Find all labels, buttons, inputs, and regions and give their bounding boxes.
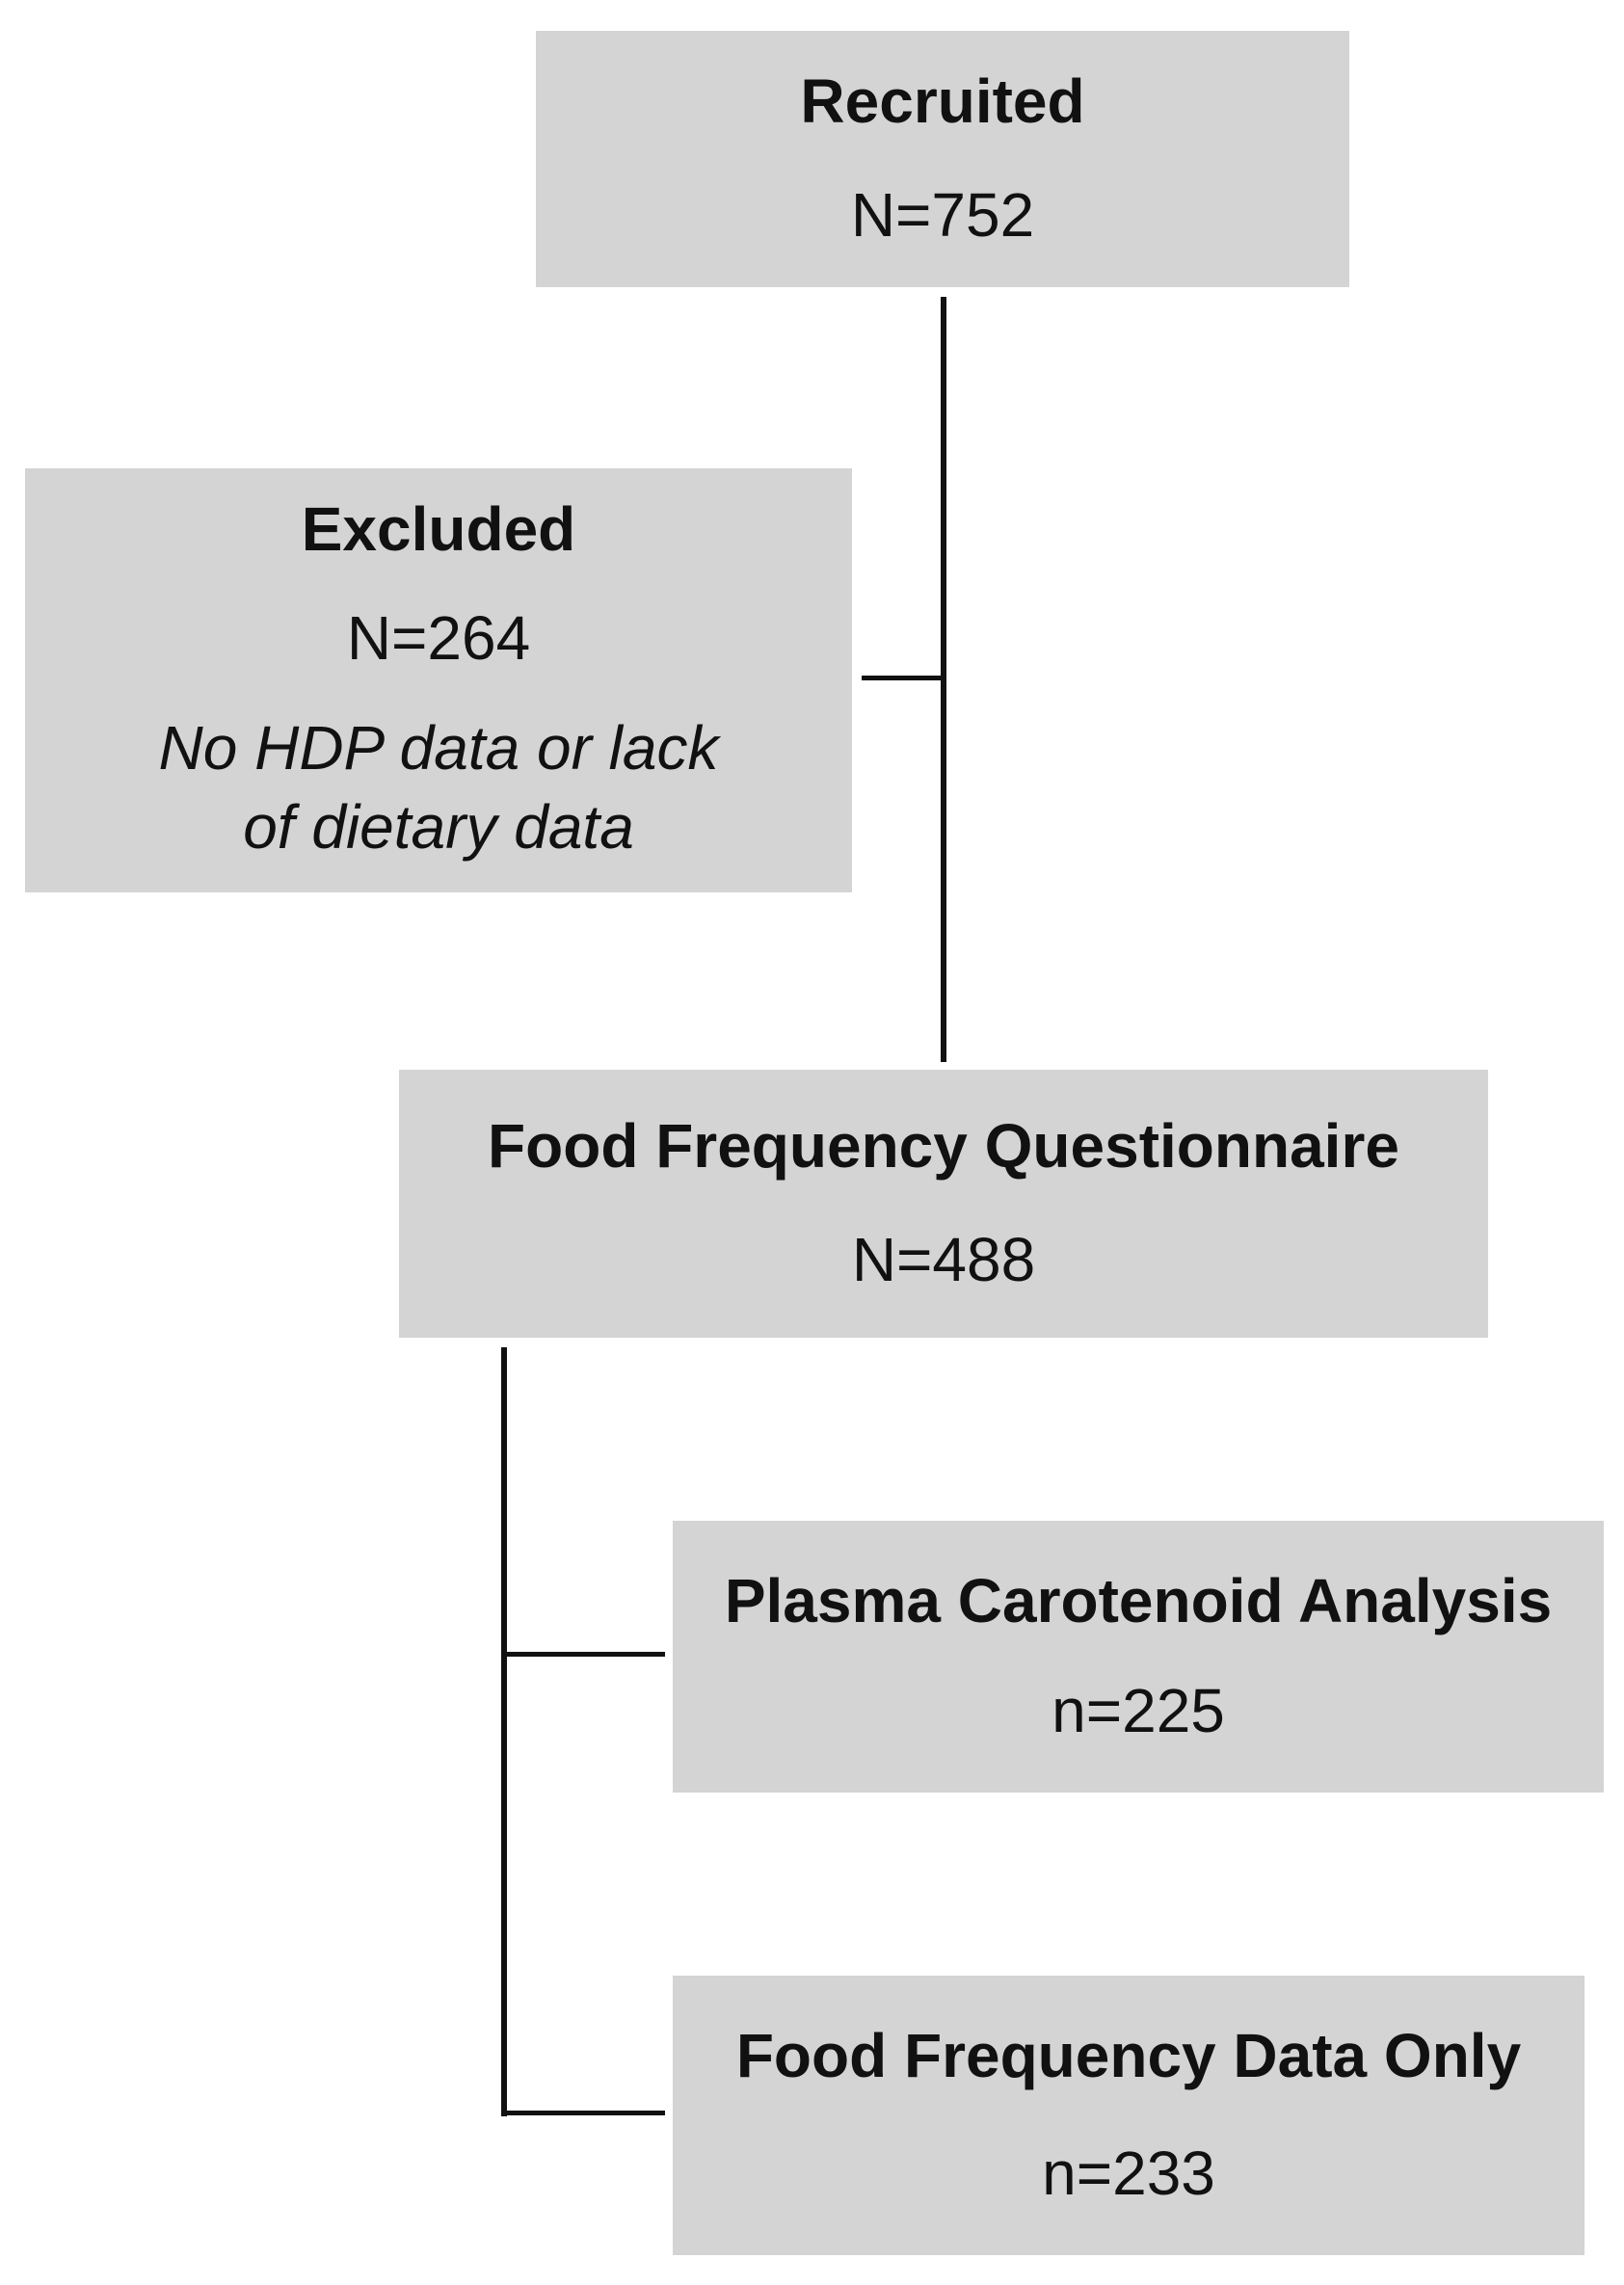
excluded-box: Excluded N=264 No HDP data or lack of di… (25, 468, 852, 892)
recruited-box: Recruited N=752 (536, 31, 1349, 287)
ffq-box: Food Frequency Questionnaire N=488 (399, 1070, 1488, 1338)
plasma-box: Plasma Carotenoid Analysis n=225 (673, 1521, 1604, 1793)
connector-ffq-branch (501, 1347, 507, 2116)
excluded-reason: No HDP data or lack of dietary data (159, 709, 719, 867)
excluded-title: Excluded (301, 493, 576, 564)
ffq-title: Food Frequency Questionnaire (488, 1111, 1399, 1182)
connector-to-ffd-only (501, 2111, 665, 2115)
connector-to-excluded (862, 676, 945, 680)
plasma-count: n=225 (1052, 1676, 1225, 1745)
ffd-only-title: Food Frequency Data Only (735, 2021, 1522, 2091)
ffd-only-count: n=233 (1042, 2139, 1215, 2208)
excluded-reason-line-1: No HDP data or lack (158, 712, 719, 783)
recruited-count: N=752 (850, 180, 1035, 250)
connector-to-plasma (501, 1652, 665, 1657)
excluded-count: N=264 (346, 603, 531, 674)
excluded-reason-line-2: of dietary data (243, 791, 634, 862)
plasma-title: Plasma Carotenoid Analysis (724, 1566, 1553, 1636)
ffq-count: N=488 (851, 1225, 1036, 1294)
recruited-title: Recruited (800, 66, 1085, 137)
ffd-only-box: Food Frequency Data Only n=233 (673, 1976, 1584, 2255)
